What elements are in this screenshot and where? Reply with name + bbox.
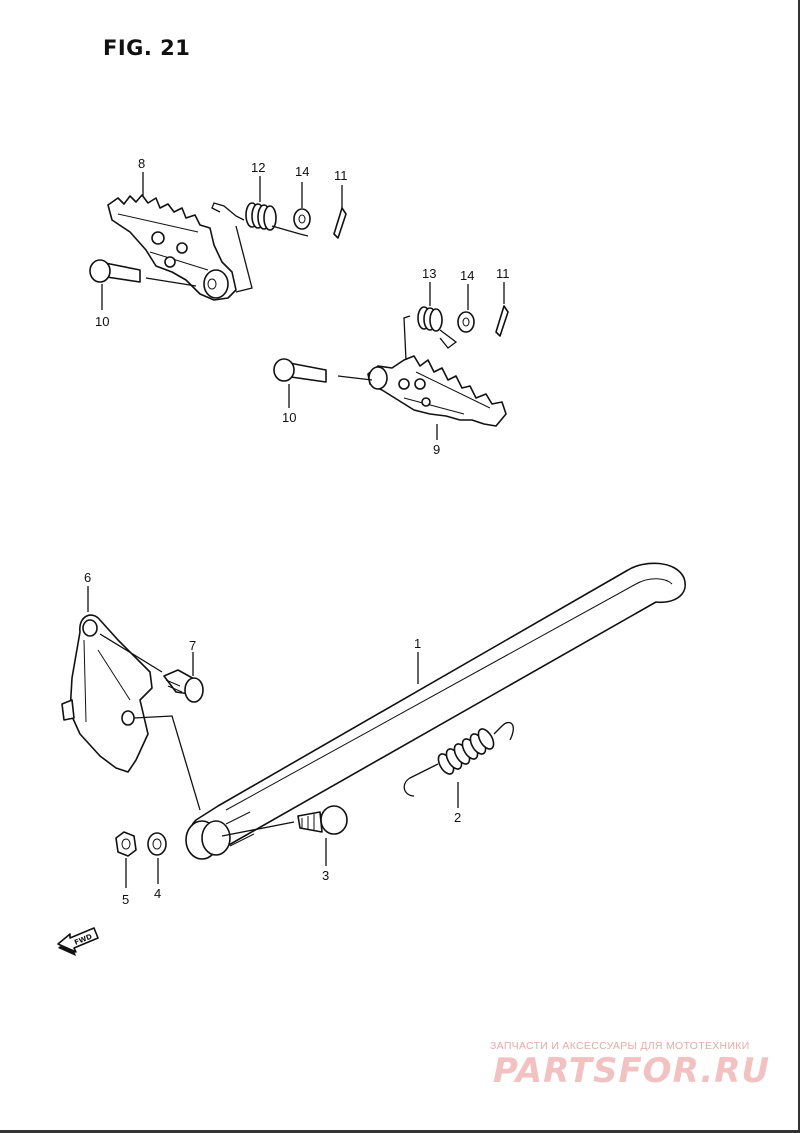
callout-12: 12 bbox=[251, 160, 265, 175]
callout-11-right: 11 bbox=[496, 266, 510, 281]
footpeg-right bbox=[367, 355, 507, 427]
clevis-pin-left bbox=[89, 259, 197, 287]
frame-bottom-edge bbox=[0, 1130, 800, 1133]
pivot-nut bbox=[115, 831, 137, 857]
stand-spring bbox=[403, 721, 514, 797]
pivot-washer bbox=[147, 832, 167, 856]
callout-9: 9 bbox=[433, 442, 440, 457]
return-spring-left bbox=[211, 202, 309, 237]
cotter-pin-left bbox=[333, 207, 347, 239]
pivot-bolt bbox=[221, 805, 348, 837]
bracket-bolt bbox=[163, 669, 204, 703]
callout-7: 7 bbox=[189, 638, 196, 653]
callout-10-right: 10 bbox=[282, 410, 296, 425]
footpeg-left bbox=[107, 194, 237, 301]
watermark-caption: ЗАПЧАСТИ И АКСЕССУАРЫ ДЛЯ МОТОТЕХНИКИ bbox=[490, 1040, 750, 1052]
callout-1: 1 bbox=[414, 636, 421, 651]
callout-11-left: 11 bbox=[334, 168, 348, 183]
callout-10-left: 10 bbox=[95, 314, 109, 329]
side-stand bbox=[185, 562, 686, 860]
fwd-arrow-icon: FWD bbox=[57, 927, 99, 956]
callout-14-left: 14 bbox=[295, 164, 309, 179]
watermark-logo: PARTSFOR.RU bbox=[493, 1051, 771, 1091]
return-spring-right bbox=[403, 306, 458, 361]
washer-left bbox=[293, 208, 311, 230]
callout-6: 6 bbox=[84, 570, 91, 585]
callout-4: 4 bbox=[154, 886, 161, 901]
callout-5: 5 bbox=[122, 892, 129, 907]
clevis-pin-right bbox=[273, 358, 373, 383]
figure-title: FIG. 21 bbox=[103, 36, 191, 60]
washer-right bbox=[457, 311, 475, 333]
cotter-pin-right bbox=[495, 305, 509, 337]
frame-right-edge bbox=[798, 0, 800, 1133]
callout-3: 3 bbox=[322, 868, 329, 883]
callout-13: 13 bbox=[422, 266, 436, 281]
callout-14-right: 14 bbox=[460, 268, 474, 283]
callout-8: 8 bbox=[138, 156, 145, 171]
callout-2: 2 bbox=[454, 810, 461, 825]
stand-bracket bbox=[61, 614, 153, 773]
